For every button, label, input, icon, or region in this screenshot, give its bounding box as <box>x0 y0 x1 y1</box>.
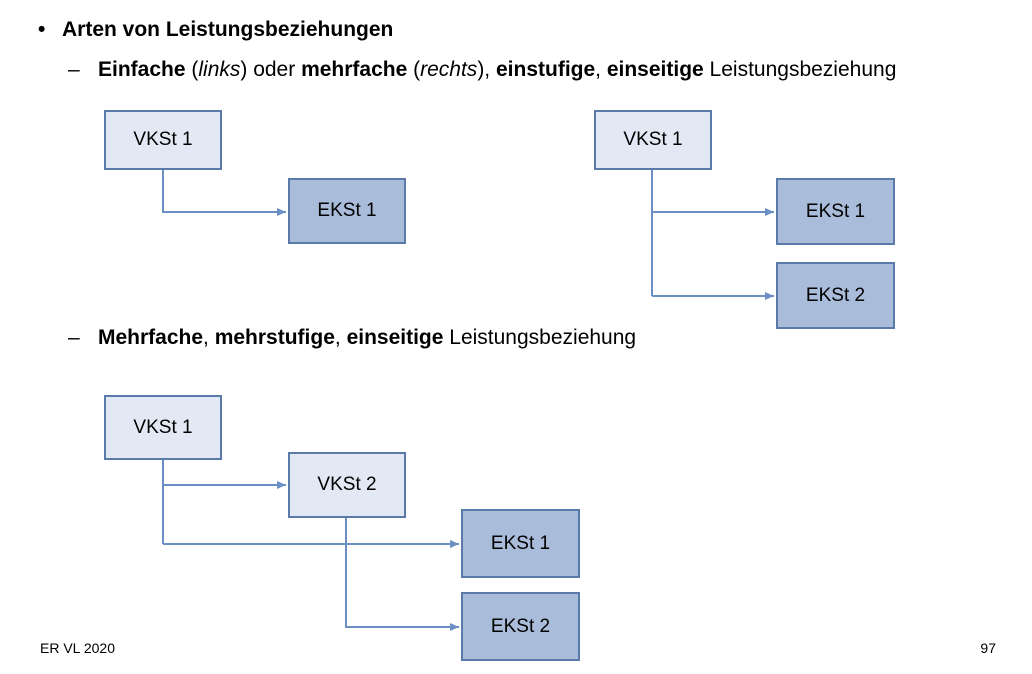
text-leistungsbeziehung: Leistungsbeziehung <box>443 326 637 349</box>
text-leistungsbeziehung: Leistungsbeziehung <box>703 58 897 81</box>
node-ekst2-stage: EKSt 2 <box>461 592 580 661</box>
dash-icon: – <box>68 58 80 81</box>
text-sep: , <box>334 326 347 349</box>
dash-icon: – <box>68 326 80 349</box>
text-einseitige: einseitige <box>346 326 444 349</box>
text-rechts: rechts <box>420 58 478 81</box>
text-sep: ( <box>185 58 199 81</box>
text-einstufige: einstufige <box>495 58 596 81</box>
text-mehrstufige: mehrstufige <box>214 326 335 349</box>
node-vkst1-simple: VKSt 1 <box>104 110 222 170</box>
node-ekst2-multi: EKSt 2 <box>776 262 895 329</box>
text-einseitige: einseitige <box>606 58 704 81</box>
text-links: links <box>198 58 241 81</box>
text-sep: ), <box>477 58 496 81</box>
node-ekst1-multi: EKSt 1 <box>776 178 895 245</box>
bullet-icon: • <box>38 18 46 41</box>
node-ekst1-simple: EKSt 1 <box>288 178 406 244</box>
node-vkst2-stage: VKSt 2 <box>288 452 406 518</box>
connector-stage-ek2 <box>345 518 459 631</box>
text-oder: ) oder <box>240 58 302 81</box>
page-number: 97 <box>980 640 996 656</box>
footer-label: ER VL 2020 <box>40 640 115 656</box>
text-sep: , <box>595 58 607 81</box>
text-mehrfache: mehrfache <box>301 58 408 81</box>
node-vkst1-stage: VKSt 1 <box>104 395 222 460</box>
text-einfache: Einfache <box>98 58 186 81</box>
text-mehrfache: Mehrfache <box>98 326 204 349</box>
section-heading: • Arten von Leistungsbeziehungen <box>38 18 393 42</box>
text-sep: , <box>203 326 215 349</box>
node-ekst1-stage: EKSt 1 <box>461 509 580 578</box>
node-vkst1-multi: VKSt 1 <box>594 110 712 170</box>
subheading-1: –Einfache (links) oder mehrfache (rechts… <box>68 58 896 82</box>
heading-text: Arten von Leistungsbeziehungen <box>62 18 394 41</box>
subheading-2: –Mehrfache, mehrstufige, einseitige Leis… <box>68 326 636 350</box>
connector-simple <box>162 170 286 216</box>
text-sep: ( <box>407 58 421 81</box>
